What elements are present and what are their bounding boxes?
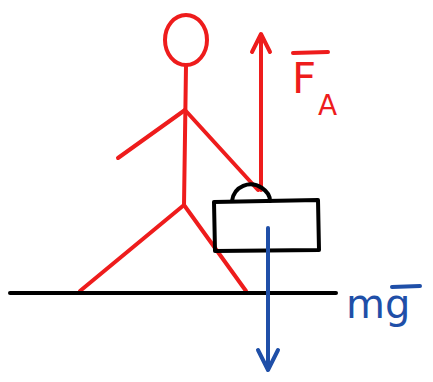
force-subscript: A — [318, 92, 337, 120]
weight-label: mg — [346, 284, 410, 324]
weight-arrow — [258, 228, 420, 370]
force-label: F — [292, 58, 316, 100]
stick-figure — [80, 15, 328, 291]
suitcase — [10, 184, 336, 293]
